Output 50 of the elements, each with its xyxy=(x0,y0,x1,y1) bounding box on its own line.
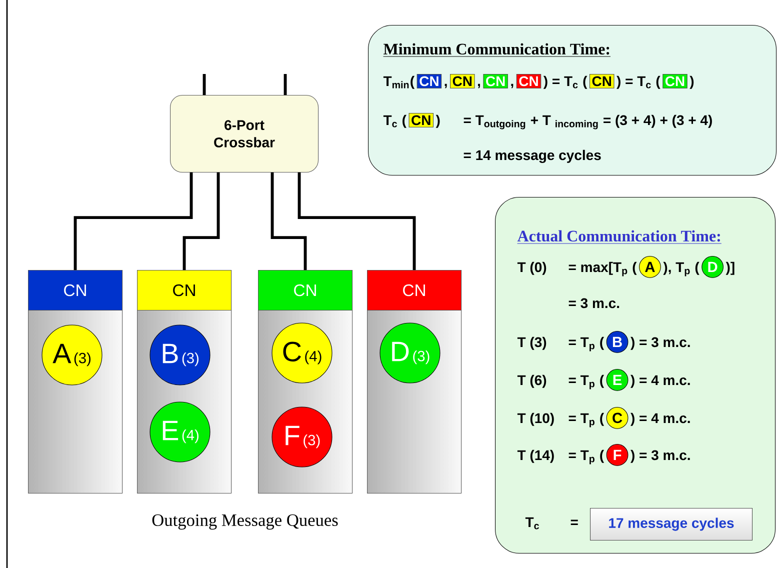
cn-chip: CN xyxy=(483,74,508,88)
formula-text: T (14) xyxy=(517,450,554,463)
formula-text: T$_{min}$( xyxy=(383,76,415,89)
panel xyxy=(495,197,776,554)
formula-text: ) = T$_{c}$ ( xyxy=(543,76,588,89)
panel xyxy=(368,25,777,176)
caption: Outgoing Message Queues xyxy=(152,514,338,530)
formula-text: = max[T$_{p}$ ( xyxy=(568,262,637,276)
formula-text: ), T$_{p}$ ( xyxy=(663,262,700,276)
formula-text: T (3) xyxy=(517,336,546,350)
cn-chip: CN xyxy=(408,112,434,128)
wire xyxy=(284,74,287,95)
formula-text: = T$_{p}$ ( xyxy=(568,450,604,464)
formula-text: , xyxy=(511,84,514,88)
wire xyxy=(298,172,416,270)
formula-text: ) = 4 m.c. xyxy=(630,374,690,388)
formula-text: = 3 m.c. xyxy=(568,298,620,308)
formula-text: ) = 4 m.c. xyxy=(630,412,690,426)
formula-text: = T$_{p}$ ( xyxy=(568,412,604,428)
panel-heading: Actual Communication Time: xyxy=(517,230,722,244)
formula-text: = T$_{p}$ ( xyxy=(568,336,604,352)
formula-text: T$_{c}$ ( xyxy=(383,114,406,128)
formula-text: , xyxy=(478,84,480,88)
formula-text: T (10) xyxy=(517,412,554,426)
wire xyxy=(202,74,206,95)
wire xyxy=(270,172,307,270)
formula-text: ) xyxy=(436,114,440,128)
formula-text: T (0) xyxy=(517,262,546,275)
formula-text: = xyxy=(570,520,578,525)
panel-heading: Minimum Communication Time: xyxy=(383,43,611,57)
formula-text: T (6) xyxy=(517,374,546,388)
cn-chip: CN xyxy=(450,74,475,88)
formula-text: ) = 3 m.c. xyxy=(630,336,690,350)
formula-text: = 14 message cycles xyxy=(464,150,601,163)
formula-text: , xyxy=(444,84,447,88)
cn-chip: CN xyxy=(589,74,614,88)
cn-chip: CN xyxy=(662,74,688,88)
wire xyxy=(182,172,220,270)
formula-text: T$_{c}$ xyxy=(525,517,539,530)
formula-text: ) xyxy=(690,76,694,89)
crossbar-box: 6-Port Crossbar xyxy=(170,95,319,173)
result-box: 17 message cycles xyxy=(590,508,753,541)
cn-chip: CN xyxy=(416,74,442,88)
cn-chip: CN xyxy=(516,74,542,88)
wire xyxy=(74,172,193,270)
formula-text: = T$_{outgoing}$ + T $_{incoming}$ = (3 + 4) + (3 + 4) xyxy=(464,114,712,130)
formula-text: )] xyxy=(726,262,734,275)
formula-text: ) = 3 m.c. xyxy=(630,450,690,463)
formula-text: = T$_{p}$ ( xyxy=(568,374,604,390)
formula-text: ) = T$_{c}$ ( xyxy=(616,76,660,89)
